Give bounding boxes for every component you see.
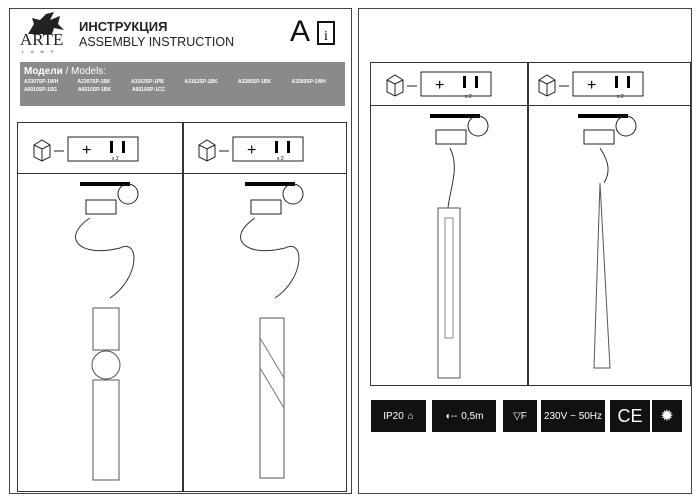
- parts-row-icon: +: [386, 71, 492, 97]
- title-ru: ИНСТРУКЦИЯ: [79, 19, 168, 34]
- svg-text:+: +: [435, 77, 444, 94]
- f-mark-badge: ▽F: [503, 400, 537, 432]
- svg-text:+: +: [247, 142, 256, 159]
- svg-text:+: +: [587, 77, 596, 94]
- models-label-ru: Модели: [24, 66, 63, 77]
- left-page: [9, 8, 352, 494]
- qty-label: x 2: [112, 156, 119, 162]
- parts-row-icon: +: [198, 136, 304, 162]
- lamp-diagram-1: [75, 182, 139, 481]
- house-icon: ⌂: [407, 410, 414, 422]
- model: A3162SP-1PB: [131, 79, 164, 85]
- ip20-badge: IP20⌂: [371, 400, 426, 432]
- qty-label: x 2: [277, 156, 284, 162]
- models-panel: Модели / Models: A2307SP-1WH A2307SP-1BK A…: [20, 62, 345, 106]
- assembly-letter: A: [290, 15, 311, 48]
- models-label-en: / Models:: [65, 66, 107, 77]
- panel-1: [17, 122, 184, 492]
- distance-value: 0,5m: [461, 410, 484, 422]
- led-sun-icon: ✹: [660, 408, 674, 425]
- title-en: ASSEMBLY INSTRUCTION: [79, 35, 235, 49]
- svg-text:i: i: [324, 29, 328, 44]
- parts-row-icon: +: [538, 71, 644, 97]
- voltage-badge: 230V ~ 50Hz: [541, 400, 605, 432]
- qty-label: x 2: [617, 94, 624, 100]
- model: A6010SP-1BK: [78, 87, 112, 93]
- ce-mark-icon: CE: [617, 405, 643, 426]
- panel-2: [182, 122, 347, 492]
- svg-text:+: +: [82, 142, 91, 159]
- ip-rating: IP20: [383, 410, 404, 422]
- model: A2307SP-1BK: [77, 79, 111, 85]
- model: A6010SP-1CC: [132, 87, 166, 93]
- ce-badge: CE: [610, 400, 650, 432]
- read-instructions-icon: i: [317, 21, 335, 45]
- lamp-diagram-3: [430, 114, 489, 379]
- panel-3: [370, 62, 529, 386]
- lamp-diagram-4: [578, 114, 637, 369]
- brand-logo: ARTE: [20, 30, 64, 49]
- distance-badge: ◖--0,5m: [432, 400, 496, 432]
- model: A3280SP-1WH: [291, 79, 326, 85]
- voltage-value: 230V ~ 50Hz: [543, 410, 603, 422]
- panel-4: [527, 62, 691, 386]
- model: A3280SP-1BK: [238, 79, 272, 85]
- f-mark-icon: ▽F: [513, 410, 527, 422]
- right-page: [358, 8, 692, 494]
- model: A2307SP-1WH: [24, 79, 59, 85]
- model: A6010SP-1SG: [24, 87, 58, 93]
- griffin-logo-icon: [28, 12, 64, 34]
- model: A3162SP-1BK: [184, 79, 218, 85]
- brand-sub: L A M P: [22, 49, 57, 54]
- lamp-diagram-2: [240, 182, 304, 479]
- parts-row-icon: +: [33, 136, 139, 162]
- lamp-distance-icon: ◖--: [444, 410, 458, 422]
- led-badge: ✹: [652, 400, 682, 432]
- qty-label: x 2: [465, 94, 472, 100]
